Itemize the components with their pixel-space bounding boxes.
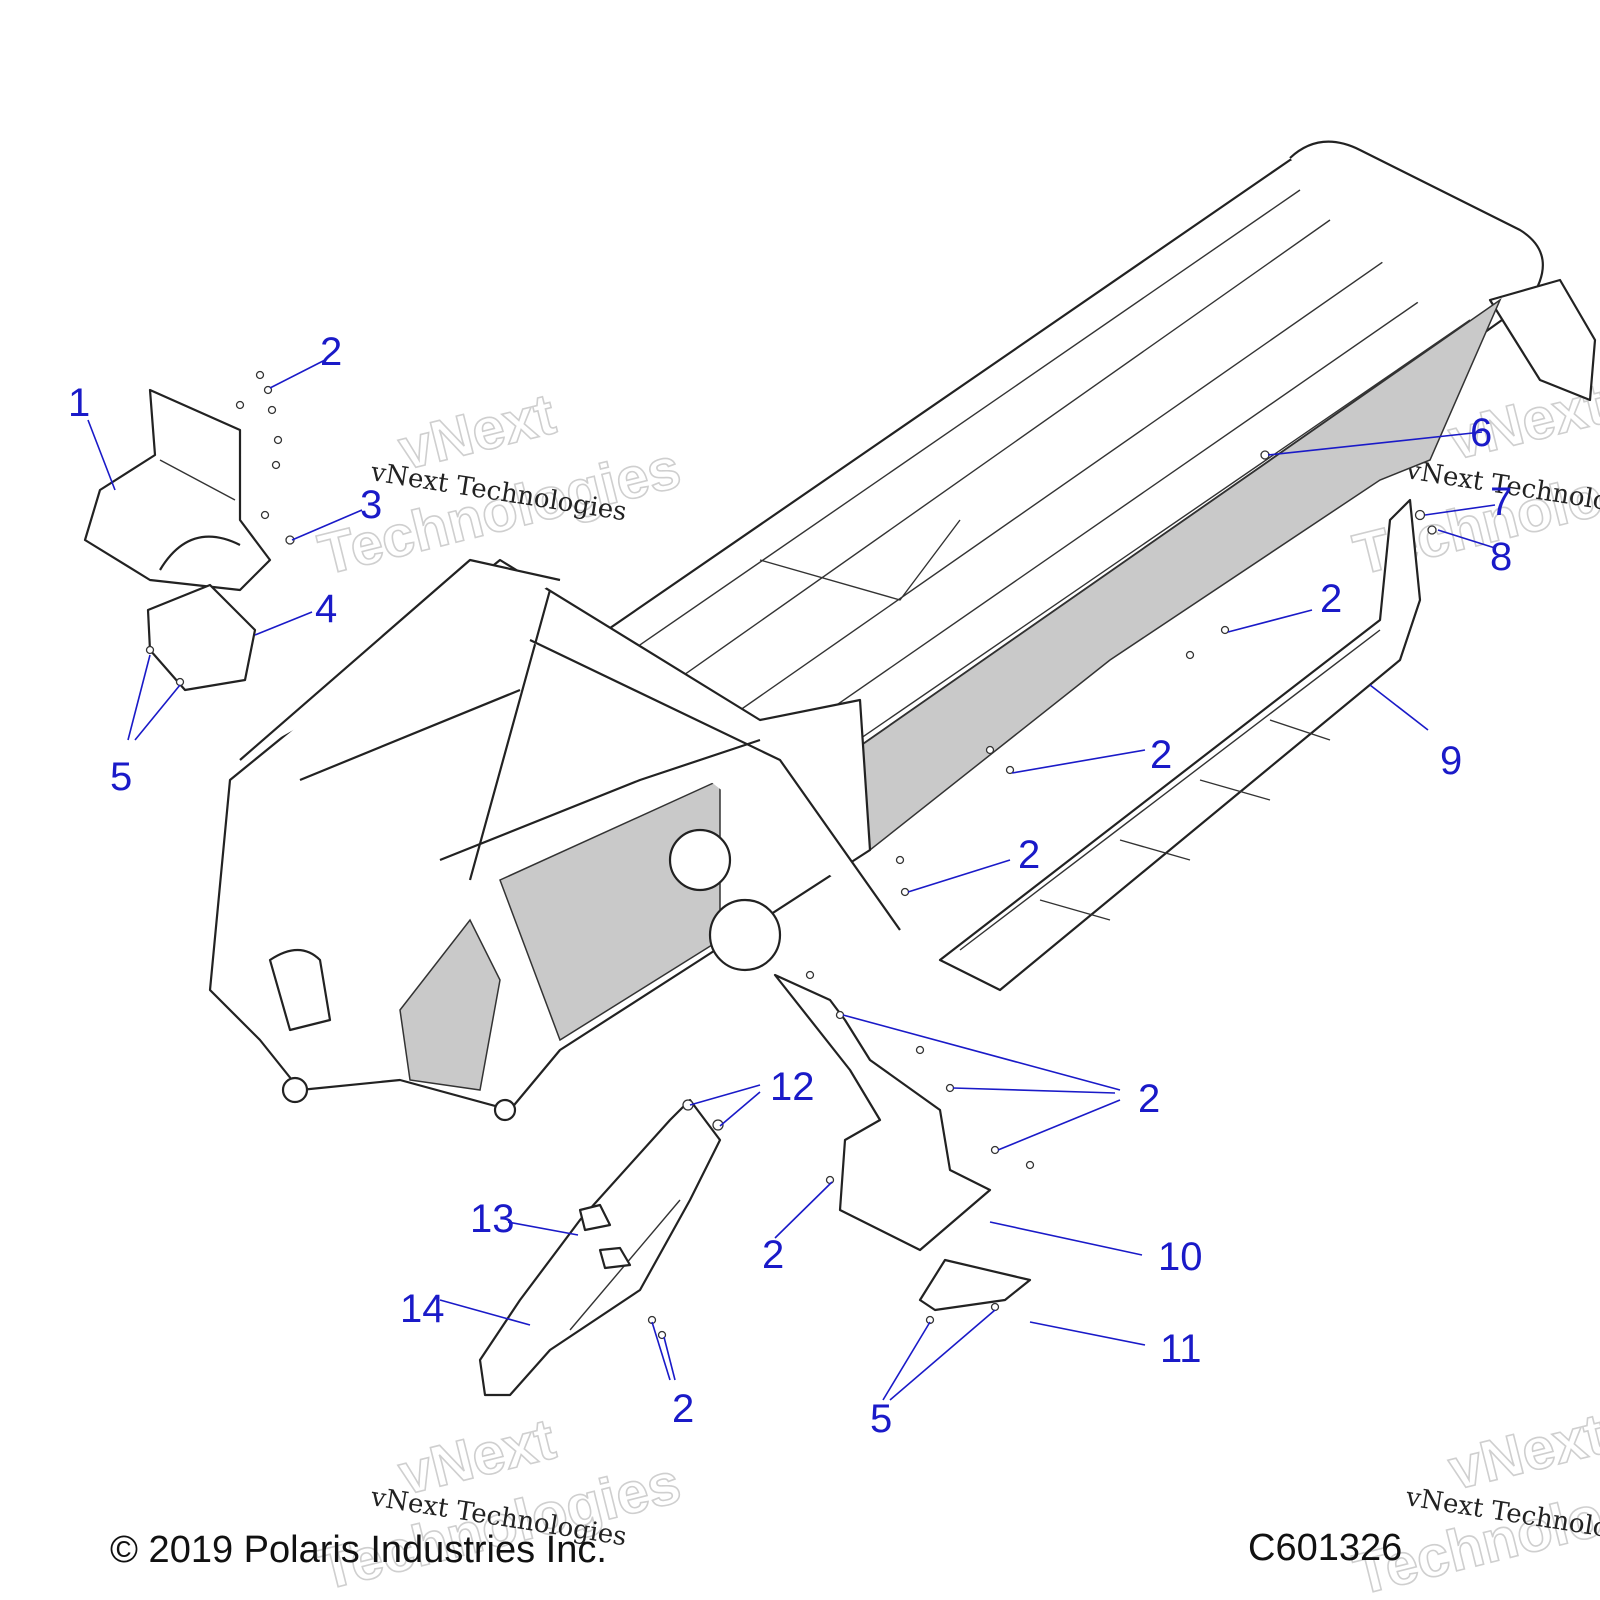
callout-8: 8 bbox=[1490, 535, 1512, 579]
callout-labels: 1 2 3 4 5 6 7 8 2 9 2 2 12 2 13 2 10 14 … bbox=[68, 330, 1512, 1441]
callout-13: 13 bbox=[470, 1197, 515, 1241]
footer: © 2019 Polaris Industries Inc. C601326 bbox=[110, 1527, 1402, 1571]
part-1-bracket bbox=[83, 388, 272, 592]
callout-2: 2 bbox=[1320, 577, 1342, 621]
chassis-illustration bbox=[208, 140, 1597, 1122]
callout-9: 9 bbox=[1440, 739, 1462, 783]
callout-4: 4 bbox=[315, 587, 337, 631]
callout-5: 5 bbox=[870, 1397, 892, 1441]
callout-2: 2 bbox=[762, 1233, 784, 1277]
part-13-bracket bbox=[578, 1203, 632, 1270]
callout-2: 2 bbox=[672, 1387, 694, 1431]
part-11-cover bbox=[918, 1258, 1032, 1312]
callout-7: 7 bbox=[1490, 480, 1512, 524]
copyright-text: © 2019 Polaris Industries Inc. bbox=[110, 1529, 607, 1571]
part-14-plate bbox=[478, 1098, 722, 1397]
rear-bumper bbox=[1289, 140, 1544, 351]
running-board bbox=[938, 498, 1422, 992]
callout-11: 11 bbox=[1160, 1327, 1202, 1371]
callout-1: 1 bbox=[68, 381, 90, 425]
callout-12: 12 bbox=[770, 1065, 815, 1109]
callout-10: 10 bbox=[1158, 1235, 1203, 1279]
diagram-code: C601326 bbox=[1248, 1527, 1402, 1569]
callout-3: 3 bbox=[360, 483, 382, 527]
callout-2: 2 bbox=[1138, 1077, 1160, 1121]
callout-2: 2 bbox=[320, 330, 342, 374]
front-bulkhead bbox=[208, 558, 872, 1112]
callout-2: 2 bbox=[1018, 833, 1040, 877]
snow-flap bbox=[1488, 278, 1597, 402]
watermark-bottom-right: vNext Technologies vNext Technologies bbox=[1347, 1401, 1600, 1600]
callout-6: 6 bbox=[1470, 411, 1492, 455]
leader-lines bbox=[87, 359, 1496, 1401]
callout-5: 5 bbox=[110, 755, 132, 799]
part-4-cover bbox=[146, 583, 257, 692]
part-10-bracket bbox=[773, 973, 992, 1252]
callout-2: 2 bbox=[1150, 733, 1172, 777]
callout-14: 14 bbox=[400, 1287, 445, 1331]
